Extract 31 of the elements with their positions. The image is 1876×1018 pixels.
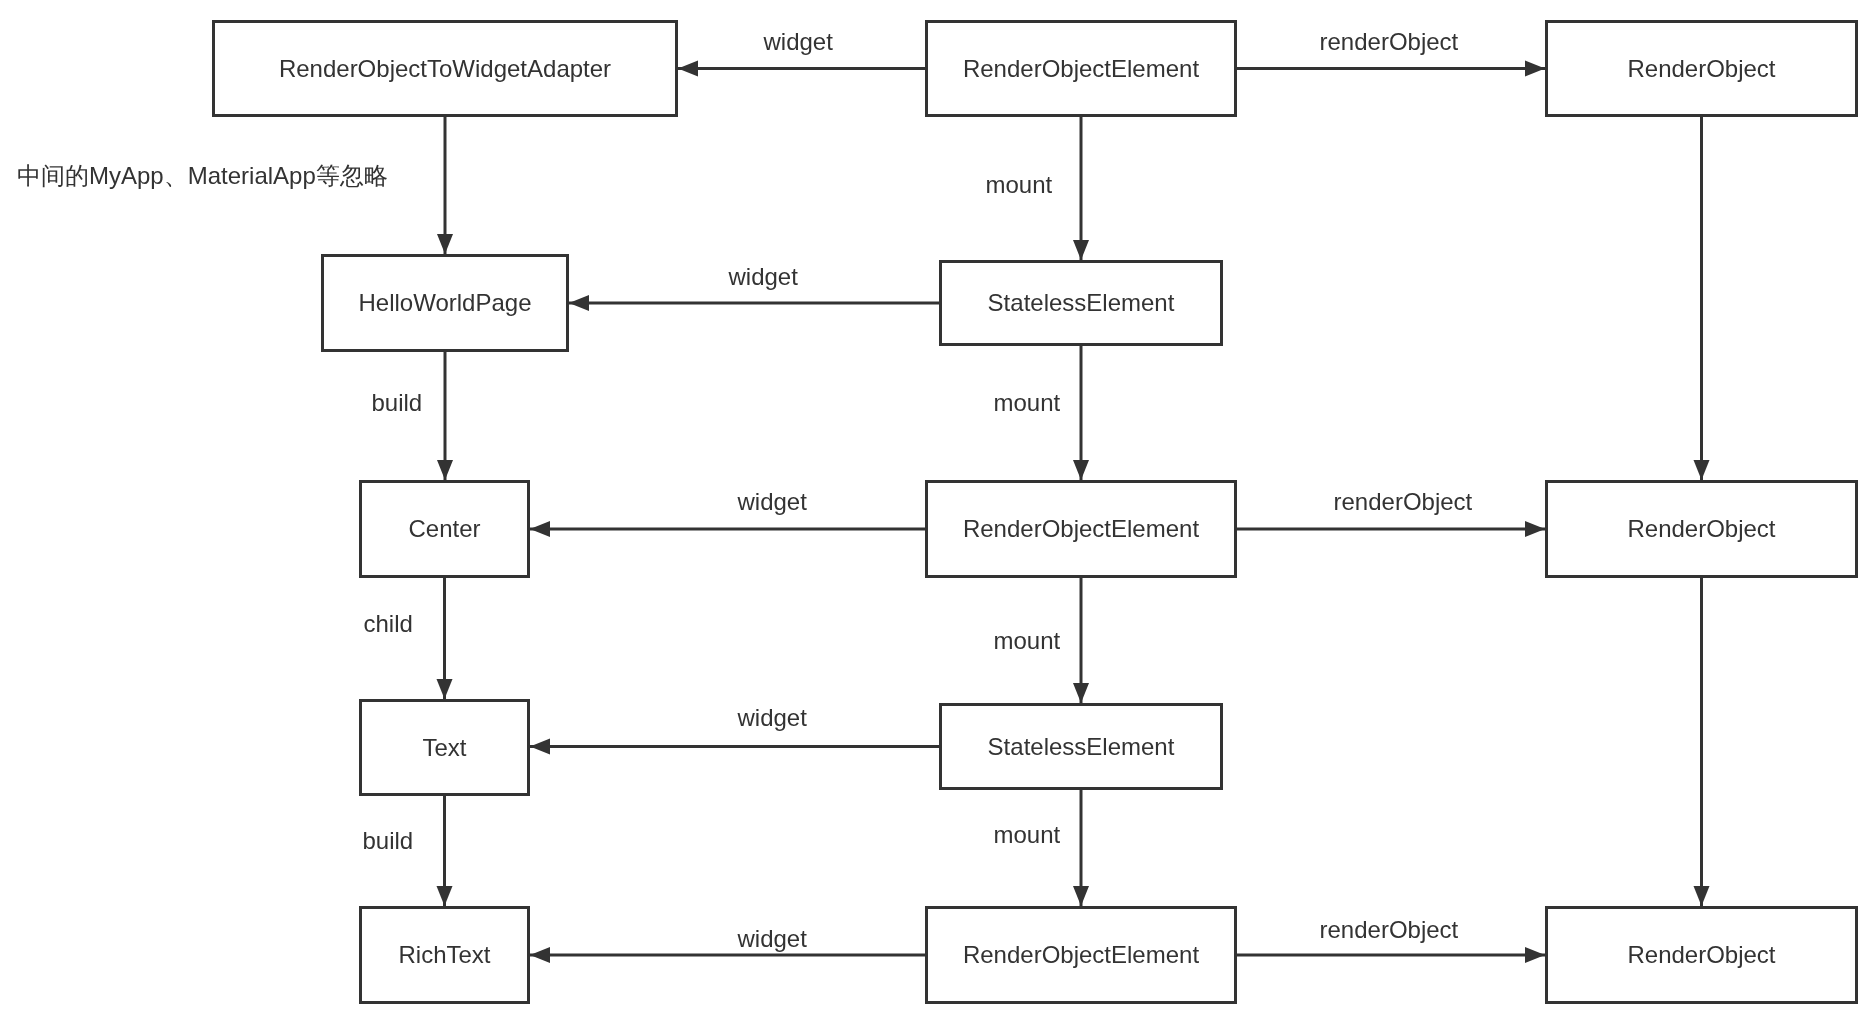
- arrow: [530, 521, 925, 537]
- process-box: Center: [359, 480, 530, 578]
- process-box: RenderObjectElement: [925, 480, 1237, 578]
- arrow: [437, 352, 453, 480]
- process-box: RenderObjectToWidgetAdapter: [212, 20, 678, 117]
- process-box: RenderObject: [1545, 906, 1858, 1004]
- arrow: [1073, 578, 1089, 703]
- process-box: RenderObject: [1545, 20, 1858, 117]
- arrow: [1073, 346, 1089, 480]
- process-box: RenderObjectElement: [925, 906, 1237, 1004]
- process-box: StatelessElement: [939, 703, 1223, 790]
- arrow: [1693, 117, 1710, 480]
- process-box: RenderObject: [1545, 480, 1858, 578]
- arrow: [1237, 60, 1545, 77]
- arrow: [1693, 578, 1710, 906]
- arrow: [678, 60, 925, 77]
- arrow: [569, 295, 939, 311]
- arrow: [1073, 790, 1089, 906]
- process-box: HelloWorldPage: [321, 254, 569, 352]
- process-box: RichText: [359, 906, 530, 1004]
- process-box: RenderObjectElement: [925, 20, 1237, 117]
- arrow: [530, 947, 925, 963]
- process-box: StatelessElement: [939, 260, 1223, 346]
- process-box: Text: [359, 699, 530, 796]
- arrow: [1237, 947, 1545, 963]
- arrow: [530, 738, 939, 755]
- arrow: [1073, 117, 1089, 260]
- arrow: [436, 578, 453, 699]
- arrow: [436, 796, 453, 906]
- arrow: [437, 117, 453, 254]
- arrow: [1237, 521, 1545, 537]
